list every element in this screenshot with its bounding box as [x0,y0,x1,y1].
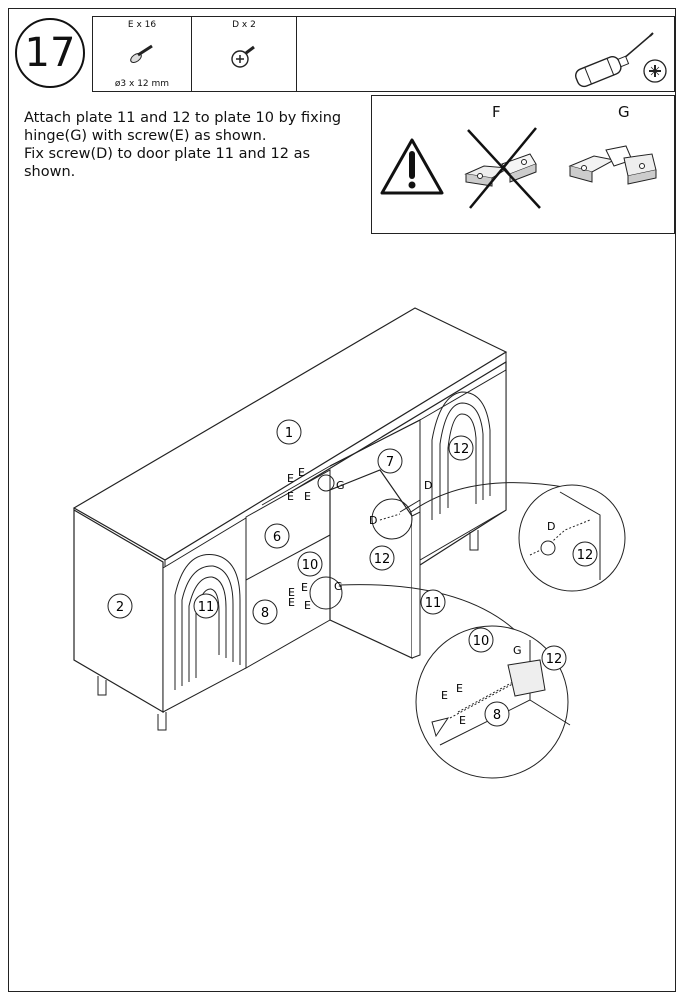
instructions-text: Attach plate 11 and 12 to plate 10 by fi… [24,109,369,181]
screw-d-label: D [424,479,432,492]
part-callout-7: 7 [377,448,403,474]
cabinet-assembly-diagram: 1 7 12 6 12 10 2 11 8 11 12 10 [72,307,626,779]
step-number: 17 [15,18,85,88]
screw-icon [130,44,153,63]
part-callout-8: 8 [252,599,278,625]
parts-cell-tool [297,17,674,91]
part-number-label: 6 [273,530,281,545]
part-callout-12-right: 12 [448,435,474,461]
phillips-screwdriver-icon [575,32,667,88]
part-callout-10: 10 [297,551,323,577]
part-callout-2: 2 [107,593,133,619]
screw-e-label: E [287,490,294,503]
screw-e-label: E [288,596,295,609]
screw-e-label: E [456,682,463,695]
screw-e-label: E [304,599,311,612]
hinge-g-icon [568,145,657,185]
part-number-label: 8 [493,708,501,723]
page-frame [8,8,676,992]
part-callout-12-zoom: 12 [572,541,598,567]
instruction-line: hinge(G) with screw(E) as shown. [24,128,267,144]
screw-e-label: E [441,689,448,702]
part-number-label: 10 [302,558,319,573]
part-callout-10-zoom: 10 [468,627,494,653]
part-number-label: 7 [386,455,394,470]
screw-d-label: D [369,514,377,527]
part-callout-12-door: 12 [369,545,395,571]
hinge-g-label: G [334,580,343,593]
part-number-label: 10 [473,634,490,649]
screw-d-label: D [547,520,555,533]
part-callout-6: 6 [264,523,290,549]
screw-e-quantity: E x 16 [127,20,157,30]
part-number-label: 1 [285,426,293,441]
parts-table: E x 16 ø3 x 12 mm D x 2 [92,16,675,92]
part-callout-12-zoom2: 12 [541,645,567,671]
screw-e-size: ø3 x 12 mm [114,79,170,89]
part-callout-1: 1 [276,419,302,445]
screw-e-label: E [304,490,311,503]
screw-e-label: E [298,466,305,479]
part-number-label: 12 [453,442,470,457]
screw-e-label: E [287,472,294,485]
parts-cell-screw-e: E x 16 ø3 x 12 mm [93,17,192,91]
hinge-g-label: G [336,479,345,492]
part-callout-11-right: 11 [420,589,446,615]
screw-e-label: E [288,586,295,599]
part-number-label: 11 [198,600,215,615]
instruction-line: Attach plate 11 and 12 to plate 10 by fi… [24,110,342,126]
part-number-label: 12 [374,552,391,567]
part-number-label: 12 [546,652,563,667]
correct-hinge-label: G [618,103,630,121]
screw-e-label: E [301,581,308,594]
part-callout-11-left: 11 [193,593,219,619]
hinge-g-label: G [513,644,522,657]
instruction-line: Fix screw(D) to door plate 11 and 12 as [24,146,311,162]
wrong-hinge-label: F [492,103,501,121]
screw-d-quantity: D x 2 [232,20,256,30]
screw-e-label: E [459,714,466,727]
hinge-f-icon [464,127,541,209]
instruction-line: shown. [24,164,76,180]
part-number-label: 12 [577,548,594,563]
hinge-warning-box: F G [371,95,675,234]
parts-cell-screw-d: D x 2 [192,17,297,91]
part-number-label: 11 [425,596,442,611]
warning-icon [380,138,444,195]
part-callout-8-zoom: 8 [484,701,510,727]
part-number-label: 2 [116,600,124,615]
part-number-label: 8 [261,606,269,621]
screw-icon [231,45,255,68]
